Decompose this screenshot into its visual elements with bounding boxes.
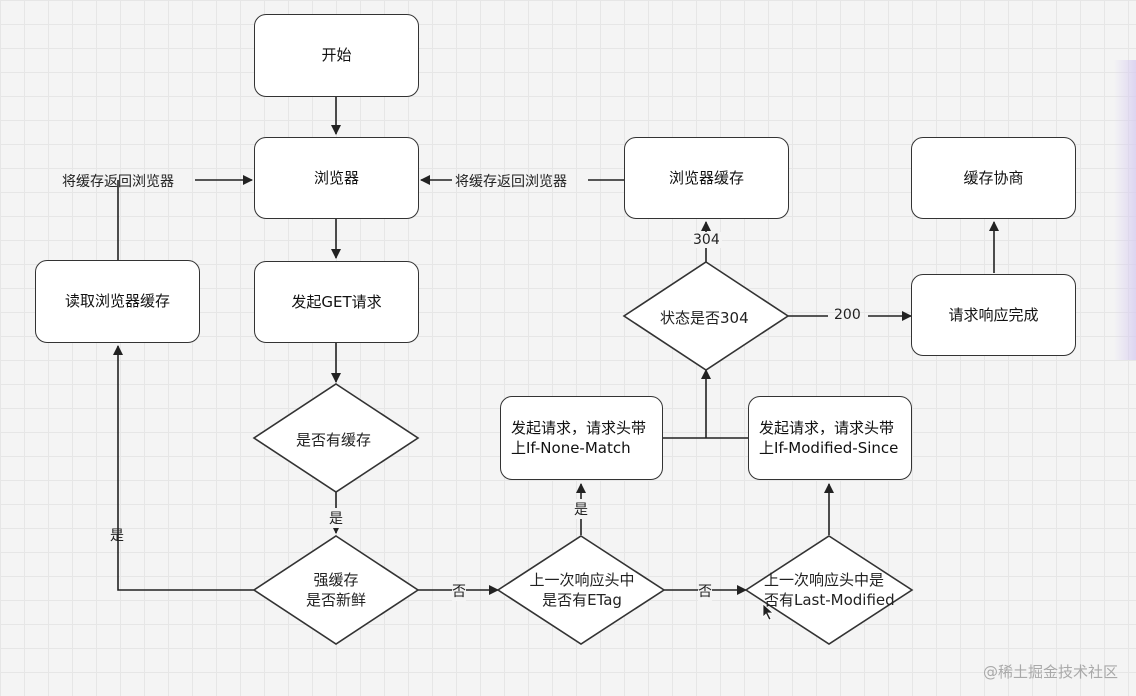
- edge-label-yes-has-cache: 是: [329, 508, 343, 528]
- decision-last-modified-label: 上一次响应头中是 否有Last-Modified: [764, 570, 900, 610]
- decision-status-304-label: 状态是否304: [660, 309, 749, 327]
- node-browser-cache: 浏览器缓存: [624, 137, 789, 219]
- node-if-none-match-line1: 发起请求，请求头带: [511, 418, 647, 437]
- mouse-cursor-icon: [762, 603, 775, 621]
- node-send-get: 发起GET请求: [254, 261, 419, 343]
- decision-strong-cache-label: 强缓存 是否新鲜: [296, 570, 376, 610]
- decision-strong-cache-line2: 是否新鲜: [305, 591, 366, 609]
- edge-label-no-etag: 否: [698, 581, 712, 601]
- node-if-modified-since-line1: 发起请求，请求头带: [759, 418, 895, 437]
- decision-last-modified-line2: 否有Last-Modified: [764, 591, 895, 609]
- decision-etag-line1: 上一次响应头中: [529, 571, 635, 589]
- edge-strong-readcache: [113, 345, 255, 591]
- decision-has-cache: [252, 383, 420, 493]
- right-edge-decoration: [1114, 60, 1136, 360]
- node-if-none-match-line2: 上If-None-Match: [511, 439, 631, 457]
- node-response-complete-label: 请求响应完成: [948, 305, 1039, 324]
- node-if-none-match-label: 发起请求，请求头带 上If-None-Match: [511, 418, 646, 459]
- edge-label-no-fresh: 否: [452, 581, 466, 601]
- decision-etag: [496, 535, 666, 645]
- decision-last-modified: [744, 535, 914, 645]
- node-if-modified-since-label: 发起请求，请求头带 上If-Modified-Since: [759, 418, 898, 459]
- node-browser-label: 浏览器: [313, 168, 359, 187]
- node-response-complete: 请求响应完成: [911, 274, 1076, 356]
- decision-strong-cache: [252, 535, 420, 645]
- decision-last-modified-line1: 上一次响应头中是: [764, 571, 885, 589]
- edge-label-200: 200: [834, 307, 861, 323]
- node-read-cache-label: 读取浏览器缓存: [64, 292, 170, 311]
- node-cache-negotiation-label: 缓存协商: [963, 168, 1024, 187]
- node-if-modified-since-line2: 上If-Modified-Since: [759, 439, 899, 457]
- node-read-cache: 读取浏览器缓存: [35, 260, 200, 343]
- decision-strong-cache-line1: 强缓存: [313, 571, 359, 589]
- decision-status-304: [622, 261, 790, 371]
- node-cache-negotiation: 缓存协商: [911, 137, 1076, 219]
- edge-label-yes-etag: 是: [574, 499, 588, 519]
- node-start: 开始: [254, 14, 419, 97]
- node-start-label: 开始: [321, 46, 352, 65]
- edge-label-return-right: 将缓存返回浏览器: [455, 174, 567, 190]
- edge-label-304: 304: [691, 232, 722, 248]
- decision-has-cache-label: 是否有缓存: [296, 431, 372, 449]
- edge-label-return-left: 将缓存返回浏览器: [62, 174, 174, 190]
- decision-etag-label: 上一次响应头中 是否有ETag: [524, 570, 640, 610]
- edge-label-yes-fresh: 是: [110, 528, 124, 544]
- node-if-none-match: 发起请求，请求头带 上If-None-Match: [500, 396, 663, 480]
- node-if-modified-since: 发起请求，请求头带 上If-Modified-Since: [748, 396, 912, 480]
- node-browser: 浏览器: [254, 137, 419, 219]
- decision-etag-line2: 是否有ETag: [542, 591, 622, 609]
- watermark: @稀土掘金技术社区: [982, 663, 1118, 681]
- node-browser-cache-label: 浏览器缓存: [668, 168, 744, 187]
- node-send-get-label: 发起GET请求: [291, 292, 382, 311]
